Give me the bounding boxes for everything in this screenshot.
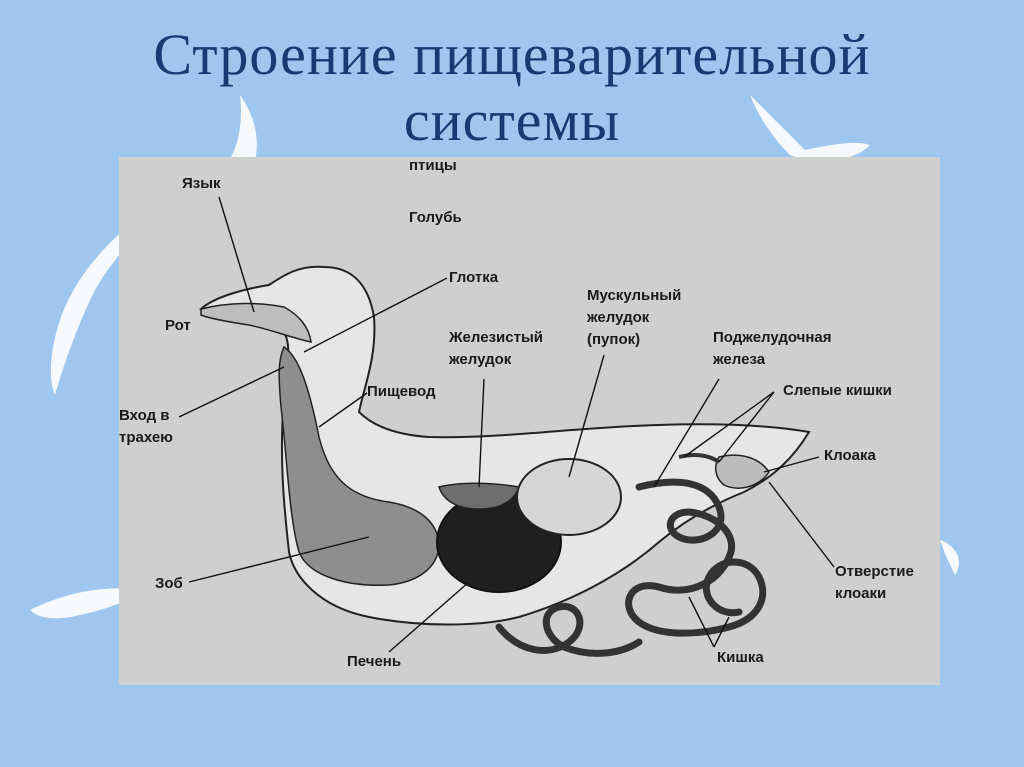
intestine-lower-loops (495, 602, 643, 657)
leader-caeca-2 (718, 391, 775, 463)
pigeon-digestive-diagram (178, 196, 835, 657)
beak (200, 302, 312, 343)
leader-crop (188, 536, 370, 583)
leader-intestine-1 (688, 596, 715, 648)
diagram-panel: птицы Голубь Язык Рот Вход в трахею Глот… (119, 157, 940, 685)
label-cloaca-opening-1: Отверстие (835, 563, 914, 580)
caption-top: птицы (409, 157, 457, 174)
intestine-loops (625, 478, 767, 637)
label-glandular-2: желудок (449, 351, 512, 368)
slide-title: Строение пищеварительной системы (0, 22, 1024, 154)
gizzard (516, 458, 622, 536)
leader-tongue (218, 196, 255, 313)
label-tongue: Язык (182, 175, 221, 192)
label-muscular-1: Мускульный (587, 287, 682, 304)
slide-title-line1: Строение пищеварительной (153, 22, 871, 87)
label-intestine: Кишка (717, 649, 764, 666)
label-cloaca: Клоака (824, 447, 876, 464)
label-trachea-1: Вход в (119, 407, 170, 424)
leader-trachea (178, 366, 285, 418)
glandular-stomach (438, 482, 520, 510)
label-trachea-2: трахею (119, 429, 173, 446)
label-pharynx: Глотка (449, 269, 499, 286)
leader-muscular-stomach (568, 354, 605, 478)
bird-silhouette-right (750, 95, 870, 161)
label-crop: Зоб (155, 575, 183, 592)
bird-wing-right (940, 540, 960, 575)
label-mouth: Рот (165, 317, 191, 334)
label-esophagus: Пищевод (367, 383, 436, 400)
caeca (678, 452, 721, 464)
label-liver: Печень (347, 653, 402, 670)
leader-cloaca (763, 456, 820, 473)
label-pancreas-1: Поджелудочная (713, 329, 832, 346)
label-glandular-1: Железистый (449, 329, 543, 346)
leader-pancreas (653, 378, 720, 488)
leader-liver (388, 581, 470, 653)
leader-caeca-1 (683, 391, 775, 458)
leader-intestine-2 (713, 616, 730, 648)
leader-pharynx (303, 277, 448, 353)
label-caeca: Слепые кишки (783, 382, 892, 399)
cloaca (714, 454, 770, 489)
subtitle: Голубь (409, 209, 462, 226)
leader-esophagus (318, 392, 368, 428)
label-muscular-3: (пупок) (587, 331, 641, 348)
leader-cloaca-opening (768, 481, 835, 568)
leader-glandular-stomach (478, 378, 485, 488)
label-muscular-2: желудок (587, 309, 650, 326)
esophagus-crop (278, 345, 440, 586)
slide-title-line2: системы (403, 88, 621, 153)
label-pancreas-2: железа (713, 351, 766, 368)
label-cloaca-opening-2: клоаки (835, 585, 887, 602)
